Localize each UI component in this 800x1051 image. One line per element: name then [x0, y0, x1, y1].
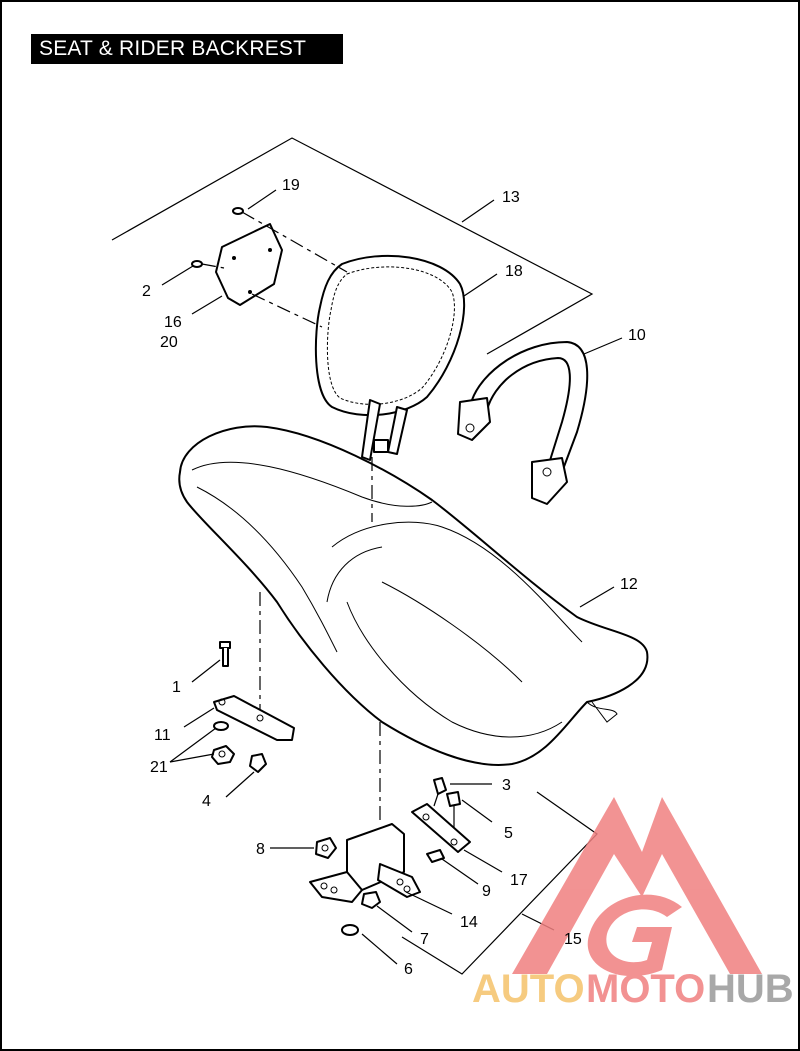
screw-19 — [232, 207, 244, 215]
watermark-hub: HUB — [707, 967, 794, 1011]
label-7: 7 — [420, 931, 429, 948]
label-8: 8 — [256, 841, 265, 858]
label-1: 1 — [172, 679, 181, 696]
bolt-1 — [219, 641, 231, 667]
label-13: 13 — [502, 189, 520, 206]
clip-9 — [426, 849, 445, 863]
backrest-pad — [314, 254, 466, 461]
seat — [178, 425, 649, 766]
label-19: 19 — [282, 177, 300, 194]
nut-8 — [315, 837, 337, 859]
label-20: 20 — [160, 334, 178, 351]
watermark-moto: MOTO — [586, 967, 705, 1011]
backrest-strap-bracket — [457, 341, 589, 505]
washer-21 — [213, 721, 229, 731]
seat-mount-bracket-15 — [309, 823, 421, 903]
align-line — [241, 211, 348, 273]
label-21: 21 — [150, 759, 168, 776]
align-line — [201, 263, 225, 269]
watermark-auto: AUTO — [472, 967, 585, 1011]
align-line — [251, 293, 323, 328]
assembly-bracket-15 — [401, 791, 598, 975]
backrest-backplate — [215, 223, 283, 306]
nut-14 — [361, 891, 381, 909]
assembly-bracket-13 — [111, 137, 594, 355]
automotohub-watermark: AUTO MOTO HUB — [472, 797, 794, 1011]
label-11: 11 — [154, 727, 171, 744]
label-17: 17 — [510, 872, 528, 889]
front-bracket-17 — [411, 803, 471, 853]
label-5: 5 — [504, 825, 513, 842]
label-16: 16 — [164, 314, 182, 331]
label-3: 3 — [502, 777, 511, 794]
label-18: 18 — [505, 263, 523, 280]
nut-21 — [211, 745, 235, 765]
washer-6 — [341, 924, 359, 936]
callout-labels: 19 13 2 16 20 18 10 12 1 11 21 4 3 5 8 9… — [142, 177, 646, 978]
leader-lines — [161, 189, 623, 965]
watermark-logo-icon — [512, 797, 762, 974]
label-2: 2 — [142, 283, 151, 300]
rear-seat-bracket-11 — [213, 695, 295, 741]
nut-4 — [249, 753, 267, 773]
screw-3 — [433, 777, 447, 807]
screw-5 — [446, 791, 461, 834]
screw-2 — [191, 260, 203, 268]
label-15: 15 — [564, 931, 582, 948]
label-4: 4 — [202, 793, 211, 810]
label-6: 6 — [404, 961, 413, 978]
label-9: 9 — [482, 883, 491, 900]
label-10: 10 — [628, 327, 646, 344]
label-12: 12 — [620, 576, 638, 593]
label-14: 14 — [460, 914, 478, 931]
page-title: SEAT & RIDER BACKREST — [31, 34, 343, 64]
